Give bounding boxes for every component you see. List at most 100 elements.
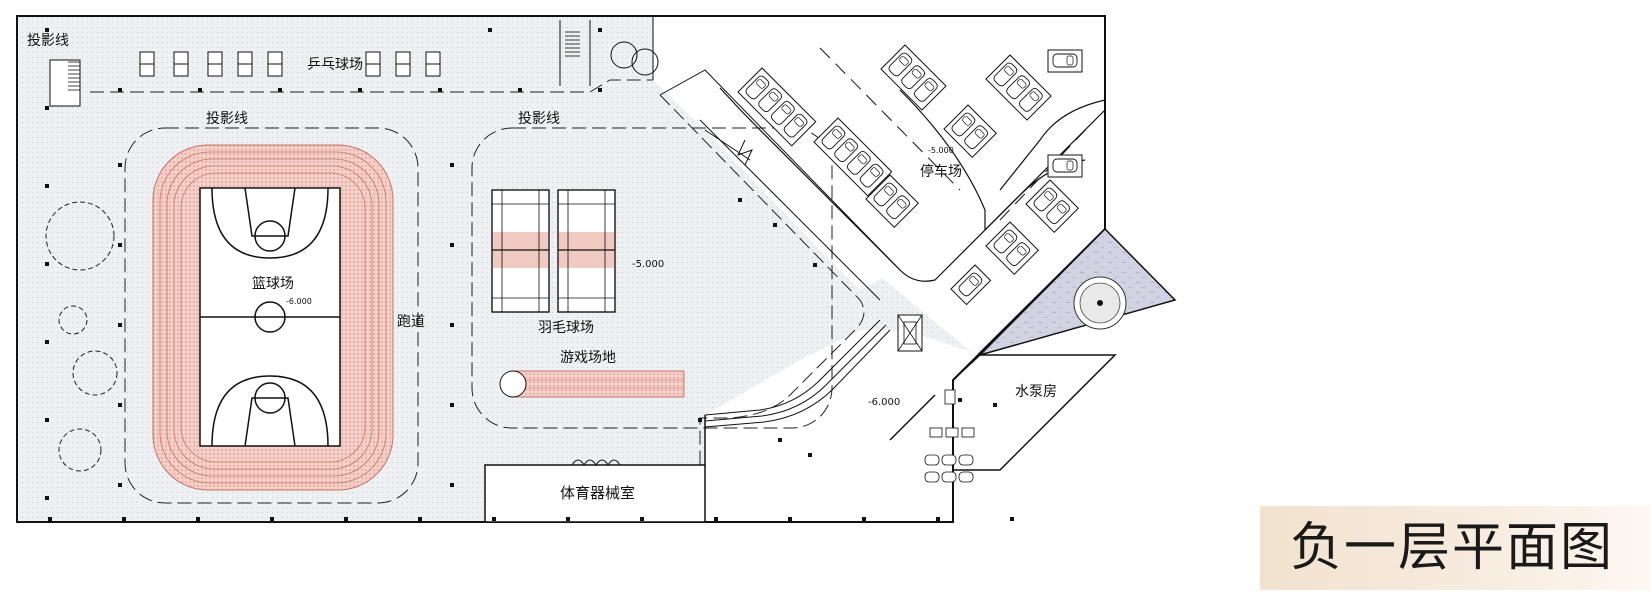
- car-icon: [901, 65, 926, 90]
- basketball-elevation: -6.000: [286, 297, 312, 306]
- column-marker: [118, 163, 122, 167]
- column-marker: [118, 403, 122, 407]
- column-marker: [492, 517, 496, 521]
- column-marker: [196, 517, 200, 521]
- badminton-elevation: -5.000: [632, 259, 664, 270]
- column-marker: [118, 88, 122, 92]
- column-marker: [450, 403, 454, 407]
- column-marker: [270, 517, 274, 521]
- game-area: [499, 370, 685, 398]
- car-icon: [1046, 200, 1071, 225]
- car-bay-group: [950, 264, 992, 306]
- car-icon: [1033, 187, 1058, 212]
- column-marker: [48, 517, 52, 521]
- car-icon: [1006, 242, 1031, 267]
- car-icon: [846, 151, 871, 175]
- basketball-court: [199, 187, 341, 447]
- parking-label: 停车场: [920, 163, 962, 180]
- car-icon: [834, 138, 859, 163]
- car-icon: [859, 163, 884, 188]
- car-bay-group: [985, 221, 1039, 276]
- column-marker: [358, 88, 362, 92]
- car-bay-group: [1025, 179, 1079, 234]
- column-marker: [344, 517, 348, 521]
- car-icon: [1052, 53, 1078, 68]
- car-icon: [886, 195, 911, 220]
- parking-elevation: -5.000: [928, 146, 954, 155]
- parking-dash: [819, 47, 1091, 221]
- column-marker: [993, 403, 997, 407]
- column-marker: [450, 243, 454, 247]
- column-marker: [640, 517, 644, 521]
- car-bay-group: [1047, 49, 1083, 73]
- column-marker: [118, 323, 122, 327]
- equipment-room-label: 体育器械室: [560, 484, 635, 502]
- car-icon: [888, 52, 913, 77]
- column-marker: [278, 88, 282, 92]
- car-icon: [1018, 88, 1043, 112]
- column-marker: [450, 323, 454, 327]
- column-marker: [714, 517, 718, 521]
- service-box: [897, 314, 923, 352]
- track-label: 跑道: [397, 314, 425, 330]
- column-marker: [45, 184, 49, 188]
- car-icon: [821, 125, 846, 150]
- drawing-title: 负一层平面图: [1290, 518, 1615, 578]
- car-bay-group: [943, 104, 997, 159]
- equipment-room: [484, 459, 706, 523]
- badminton-label: 羽毛球场: [538, 320, 594, 336]
- column-marker: [773, 223, 777, 227]
- lower-elevation: -6.000: [868, 397, 900, 408]
- column-marker: [738, 198, 742, 202]
- column-marker: [45, 106, 49, 110]
- column-marker: [450, 163, 454, 167]
- car-icon: [958, 272, 983, 297]
- pump-room: [889, 354, 1117, 471]
- column-marker: [418, 517, 422, 521]
- stair-topmid: [559, 20, 659, 86]
- structural-columns: [45, 28, 1014, 521]
- column-marker: [862, 517, 866, 521]
- projection-outline: [90, 79, 865, 504]
- car-icon: [758, 88, 783, 113]
- column-marker: [198, 88, 202, 92]
- car-icon: [745, 75, 770, 100]
- column-marker: [45, 262, 49, 266]
- table-tennis-tables: [139, 51, 441, 77]
- title-banner: 负一层平面图: [1260, 506, 1651, 590]
- column-marker: [936, 517, 940, 521]
- column-marker: [598, 28, 602, 32]
- column-marker: [122, 517, 126, 521]
- washroom-fixtures: [924, 389, 975, 483]
- badminton-courts: [491, 189, 616, 313]
- car-bay-group: [985, 54, 1052, 121]
- car-icon: [993, 229, 1018, 254]
- column-marker: [45, 418, 49, 422]
- column-marker: [45, 340, 49, 344]
- projection-line-label-topleft: 投影线: [27, 33, 69, 49]
- stair-topleft: [49, 59, 81, 107]
- car-icon: [951, 112, 976, 137]
- column-marker: [813, 263, 817, 267]
- column-marker: [808, 453, 812, 457]
- column-marker: [118, 243, 122, 247]
- car-bay-group: [865, 174, 919, 229]
- column-marker: [1010, 517, 1014, 521]
- car-icon: [993, 62, 1018, 87]
- column-marker: [566, 517, 570, 521]
- column-marker: [778, 438, 782, 442]
- car-icon: [913, 78, 938, 102]
- car-icon: [783, 113, 808, 138]
- car-icon: [1052, 158, 1078, 173]
- courtyard-garden: [977, 227, 1177, 357]
- ramp-walls: [652, 16, 901, 465]
- car-icon: [1006, 75, 1031, 100]
- game-area-label: 游戏场地: [560, 350, 616, 366]
- car-bay-group: [1047, 154, 1083, 178]
- car-bay-group: [880, 44, 947, 111]
- projection-line-label-mid: 投影线: [518, 111, 560, 127]
- column-marker: [958, 398, 962, 402]
- car-icon: [873, 182, 898, 207]
- basketball-label: 篮球场: [252, 276, 294, 292]
